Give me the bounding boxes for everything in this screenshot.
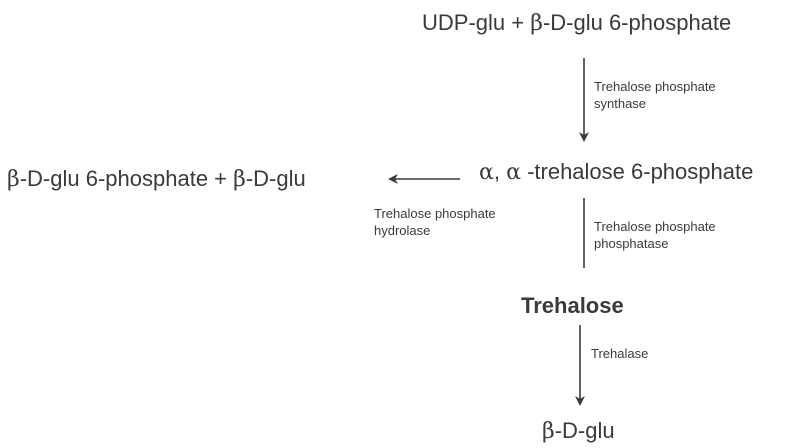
node-left-part2: -D-glu bbox=[245, 166, 306, 191]
alpha-symbol: α bbox=[506, 160, 521, 185]
enzyme-hydrolase-line2: hydrolase bbox=[374, 223, 431, 238]
enzyme-trehalase: Trehalase bbox=[591, 345, 648, 362]
enzyme-synthase-line1: Trehalose phosphate bbox=[594, 79, 716, 94]
enzyme-synthase-line2: synthase bbox=[594, 96, 647, 111]
enzyme-trehalose-phosphate-phosphatase: Trehalose phosphate phosphatase bbox=[594, 218, 716, 252]
node-udp-glu-beta-d-glu-6-phosphate: UDP-glu + β-D-glu 6-phosphate bbox=[422, 10, 731, 37]
node-bottom-suffix: -D-glu bbox=[554, 418, 615, 443]
node-beta-d-glu: β-D-glu bbox=[542, 418, 615, 445]
node-top-prefix: UDP-glu + bbox=[422, 10, 531, 35]
node-trehalose: Trehalose bbox=[521, 293, 624, 319]
node-middle-comma: , bbox=[493, 159, 507, 184]
node-left-part1: -D-glu 6-phosphate + bbox=[19, 166, 234, 191]
node-middle-suffix: -trehalose 6-phosphate bbox=[520, 159, 754, 184]
enzyme-trehalose-phosphate-hydrolase: Trehalose phosphate hydrolase bbox=[374, 205, 496, 239]
alpha-symbol: α bbox=[479, 160, 494, 185]
enzyme-trehalase-line1: Trehalase bbox=[591, 346, 649, 361]
enzyme-hydrolase-line1: Trehalose phosphate bbox=[374, 206, 496, 221]
node-alpha-alpha-trehalose-6-phosphate: α, α -trehalose 6-phosphate bbox=[479, 159, 753, 186]
node-beta-d-glu-6-phosphate-plus-beta-d-glu: β-D-glu 6-phosphate + β-D-glu bbox=[7, 166, 306, 193]
enzyme-phosphatase-line1: Trehalose phosphate bbox=[594, 219, 716, 234]
beta-symbol: β bbox=[530, 11, 543, 36]
beta-symbol: β bbox=[233, 167, 246, 192]
node-trehalose-label: Trehalose bbox=[521, 293, 624, 318]
beta-symbol: β bbox=[542, 419, 555, 444]
node-top-suffix: -D-glu 6-phosphate bbox=[542, 10, 732, 35]
enzyme-phosphatase-line2: phosphatase bbox=[594, 236, 669, 251]
enzyme-trehalose-phosphate-synthase: Trehalose phosphate synthase bbox=[594, 78, 716, 112]
beta-symbol: β bbox=[7, 167, 20, 192]
